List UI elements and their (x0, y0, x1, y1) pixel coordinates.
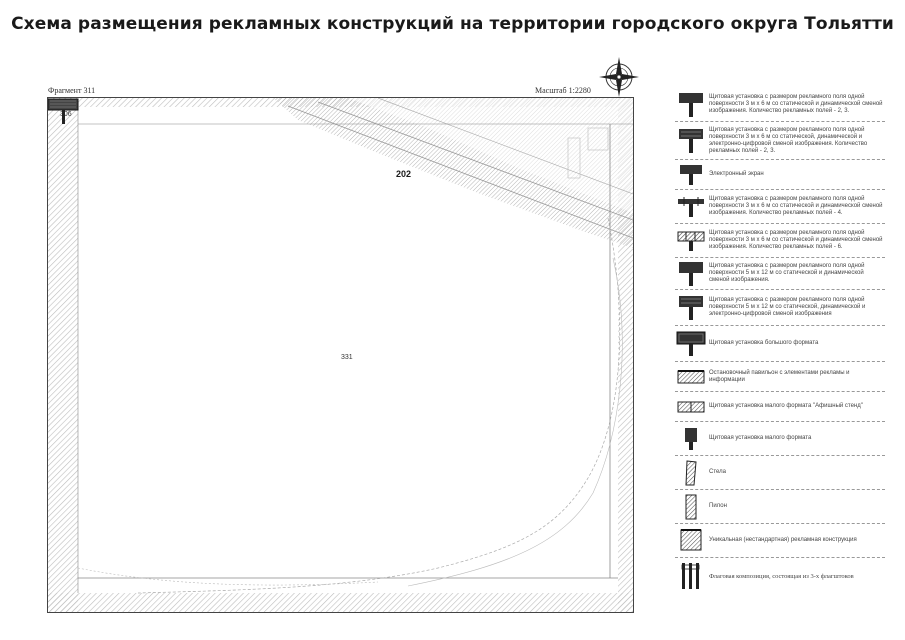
sheet-number-center: 331 (341, 354, 353, 361)
legend-text: Электронный экран (709, 171, 764, 177)
stela-icon (685, 459, 697, 485)
legend-text: Щитовая установка с размером рекламного … (709, 230, 883, 250)
legend-item: Щитовая установка малого формата (675, 422, 885, 456)
legend-item: Щитовая установка с размером рекламного … (675, 224, 885, 258)
bus-stop-pavilion-icon (677, 369, 705, 383)
legend-item: Уникальная (нестандартная) рекламная кон… (675, 524, 885, 558)
large-format-billboard-icon (676, 331, 706, 356)
compass-rose-icon (599, 57, 639, 97)
legend-item: Остановочный павильон с элементами рекла… (675, 362, 885, 392)
poster-stand-icon (677, 401, 705, 412)
legend-item: Щитовая установка с размером рекламного … (675, 190, 885, 224)
legend-item: Щитовая установка с размером рекламного … (675, 88, 885, 122)
map-base-layer (48, 98, 633, 612)
legend-item: Электронный экран (675, 160, 885, 190)
legend-text: Щитовая установка с размером рекламного … (709, 297, 866, 317)
billboard-5x12-electronic-icon (679, 295, 703, 320)
legend-item: Щитовая установка с размером рекламного … (675, 122, 885, 160)
legend-text: Стела (709, 469, 726, 475)
legend-text: Остановочный павильон с элементами рекла… (709, 369, 850, 383)
legend-item: Стела (675, 456, 885, 490)
legend-item: Щитовая установка с размером рекламного … (675, 290, 885, 326)
legend-item: Флаговая композиция, состоящая из 3-х фл… (675, 558, 885, 594)
legend-text: Флаговая композиция, состоящая из 3-х фл… (709, 572, 854, 580)
legend-text: Пилон (709, 503, 727, 509)
page-title: Схема размещения рекламных конструкций н… (11, 14, 894, 34)
billboard-marker-icon[interactable] (48, 98, 80, 138)
legend-panel: Щитовая установка с размером рекламного … (675, 88, 885, 594)
legend-item: Пилон (675, 490, 885, 524)
legend-text: Уникальная (нестандартная) рекламная кон… (709, 537, 857, 543)
billboard-six-fields-icon (677, 231, 705, 251)
legend-text: Щитовая установка малого формата (709, 435, 812, 441)
legend-text: Щитовая установка малого формата "Афишны… (709, 403, 863, 409)
legend-text: Щитовая установка большого формата (709, 340, 819, 346)
legend-text: Щитовая установка с размером рекламного … (709, 126, 868, 154)
legend-text: Щитовая установка с размером рекламного … (709, 196, 883, 216)
legend-item: Щитовая установка с размером рекламного … (675, 258, 885, 290)
sheet-number-top-left: 306 (60, 111, 72, 118)
legend-item: Щитовая установка малого формата "Афишны… (675, 392, 885, 422)
billboard-four-fields-icon (678, 196, 704, 217)
flag-composition-icon (681, 563, 700, 589)
marker-number: 202 (396, 169, 412, 179)
map-canvas[interactable]: 306 331 202 (47, 97, 634, 613)
legend-text: Щитовая установка с размером рекламного … (709, 263, 865, 283)
electronic-screen-icon (680, 164, 702, 185)
small-format-billboard-icon (685, 427, 697, 450)
fragment-label: Фрагмент 311 (48, 86, 96, 95)
billboard-5x12-icon (679, 261, 703, 286)
billboard-static-dynamic-icon (679, 92, 703, 117)
unique-construction-icon (680, 528, 702, 550)
legend-item: Щитовая установка большого формата (675, 326, 885, 362)
scale-label: Масштаб 1:2280 (535, 86, 591, 95)
frame-hatch-bottom (48, 593, 633, 612)
legend-text: Щитовая установка с размером рекламного … (709, 94, 883, 114)
pylon-icon (685, 494, 697, 519)
frame-hatch-left (48, 98, 78, 612)
billboard-electronic-icon (679, 128, 703, 153)
